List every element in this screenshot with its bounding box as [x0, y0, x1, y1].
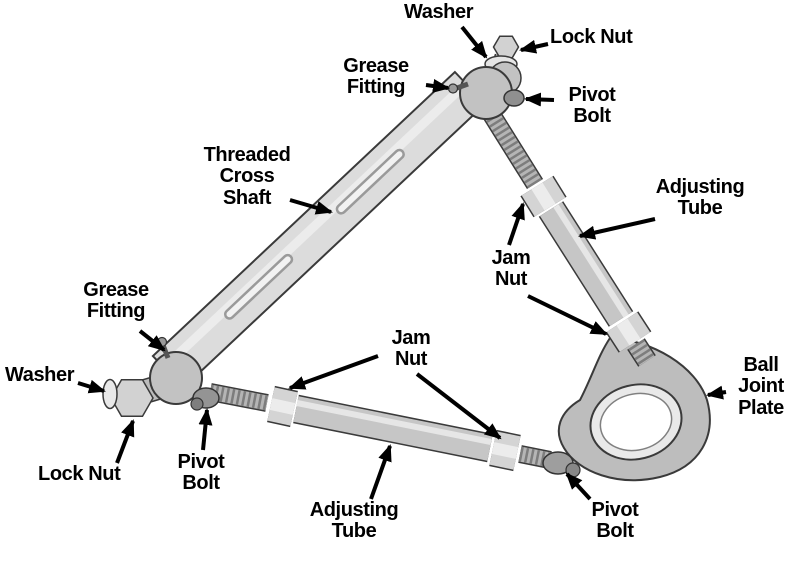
upper-joint-housing: [459, 66, 513, 120]
ball-joint-hole: [599, 392, 673, 452]
arrow-jam-nut-right-down: [527, 294, 608, 336]
arrow-ball-joint-plate: [706, 385, 727, 400]
label-pivot-bolt-top: Pivot Bolt: [568, 84, 616, 128]
label-adjusting-tube-right: Adjusting Tube: [655, 176, 745, 220]
label-pivot-bolt-bottom: Pivot Bolt: [591, 499, 639, 543]
arrow-washer-top: [460, 25, 488, 59]
arrow-adjusting-tube-bottom: [369, 444, 392, 500]
arrow-lock-nut-top: [519, 39, 549, 54]
arrow-grease-fitting-left: [138, 329, 166, 352]
lower-tube-body: [293, 396, 493, 461]
arrow-jam-nut-center-left: [288, 354, 379, 390]
arrow-adjusting-tube-right: [578, 217, 656, 240]
label-pivot-bolt-left: Pivot Bolt: [177, 451, 225, 495]
label-ball-joint-plate: Ball Joint Plate: [738, 354, 784, 419]
top-grease-fitting-graphic: [447, 83, 459, 94]
label-jam-nut-right: Jam Nut: [491, 247, 531, 291]
arrow-pivot-bolt-top: [524, 92, 555, 107]
arrow-jam-nut-center-right: [415, 372, 502, 440]
label-threaded-cross-shaft: Threaded Cross Shaft: [203, 144, 291, 209]
label-grease-fitting-left: Grease Fitting: [83, 279, 149, 323]
arrow-washer-left: [77, 379, 106, 394]
label-lock-nut-top: Lock Nut: [550, 26, 633, 48]
arrow-jam-nut-right-up: [507, 202, 525, 246]
label-adjusting-tube-bottom: Adjusting Tube: [309, 499, 399, 543]
arrow-lock-nut-left: [115, 419, 135, 464]
label-jam-nut-center: Jam Nut: [391, 327, 431, 371]
upper-pivot-joint-graphic: [447, 35, 525, 120]
arrow-pivot-bolt-bottom: [565, 472, 592, 501]
arrow-pivot-bolt-left: [198, 408, 213, 451]
arrow-grease-fitting-top: [425, 79, 450, 93]
ball-joint-plate-graphic: [557, 336, 711, 482]
top-lock-nut-graphic: [492, 35, 520, 59]
top-pivot-bolt-graphic: [503, 89, 525, 107]
left-washer-graphic: [102, 378, 118, 410]
threaded-cross-shaft-graphic: [151, 70, 487, 390]
upper-adjusting-tube-graphic: [481, 106, 656, 367]
left-joint-housing: [149, 351, 203, 405]
lower-tube-threads-left: [208, 384, 269, 411]
label-washer-top: Washer: [404, 1, 474, 23]
callout-arrows: [77, 25, 727, 501]
upper-tube-body: [540, 202, 632, 326]
lower-adjusting-tube-graphic: [208, 383, 552, 472]
arrow-threaded-cross-shaft: [289, 198, 333, 215]
label-grease-fitting-top: Grease Fitting: [343, 55, 409, 99]
label-lock-nut-left: Lock Nut: [38, 463, 121, 485]
label-washer-left: Washer: [5, 364, 75, 386]
